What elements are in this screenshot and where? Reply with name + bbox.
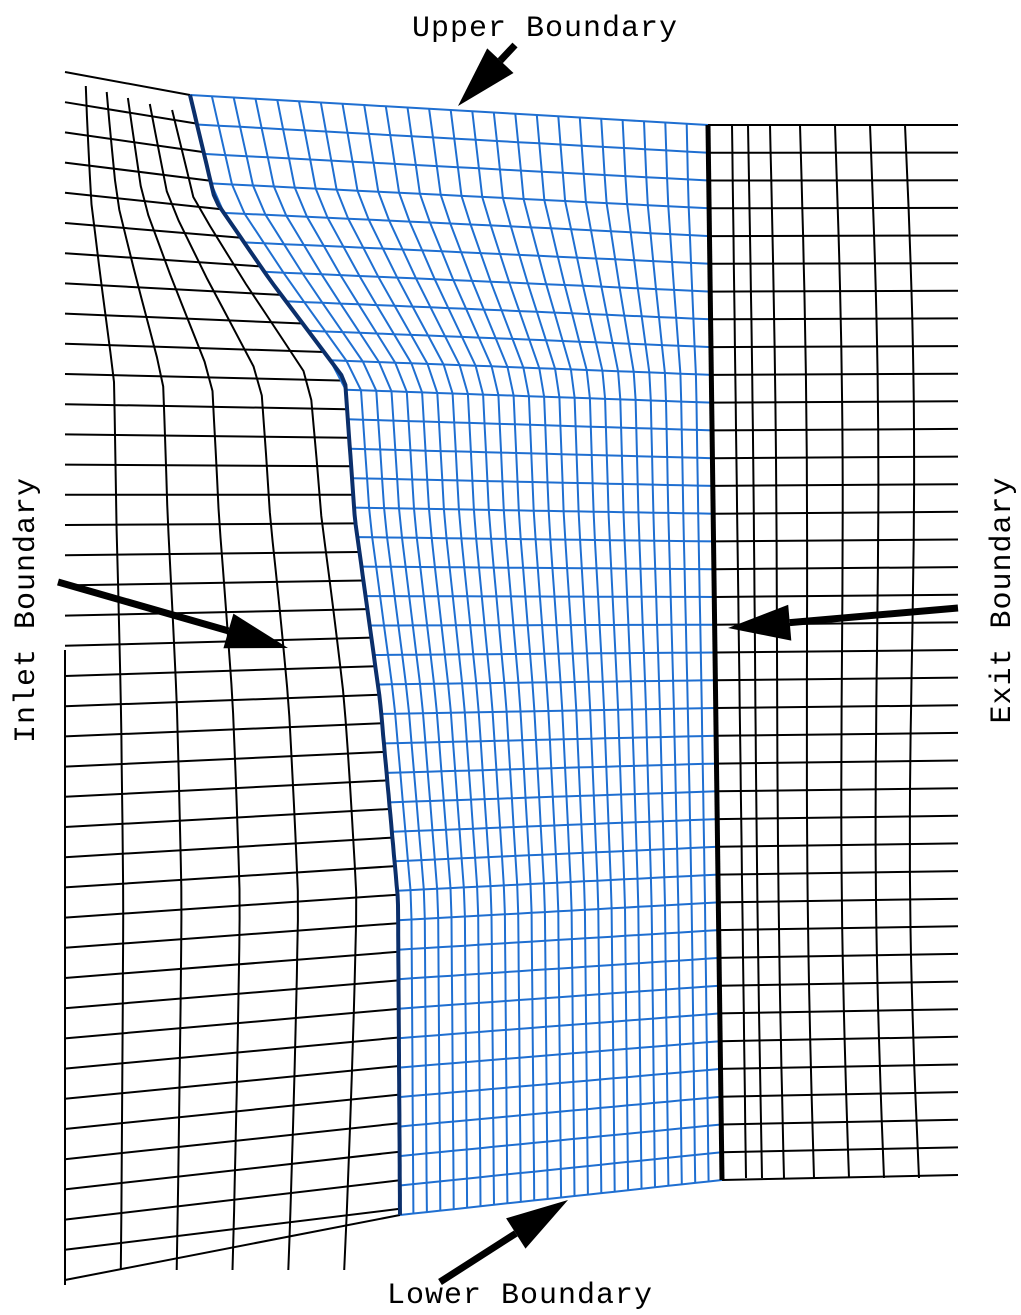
outer-grid-row-line bbox=[64, 551, 360, 557]
inner-grid-column-line bbox=[406, 107, 536, 1201]
inlet-boundary-label: Inlet Boundary bbox=[10, 477, 44, 743]
outer-grid-column-line bbox=[148, 103, 299, 1271]
outer-grid-row-line bbox=[64, 1122, 400, 1161]
outer-grid-row-line bbox=[711, 372, 959, 376]
upper-boundary-arrow-head bbox=[458, 48, 514, 106]
outer-grid-column-line bbox=[869, 124, 885, 1179]
inner-grid-column-line bbox=[643, 121, 683, 1185]
lower-boundary-arrow-shaft bbox=[438, 1230, 518, 1285]
outer-grid-left bbox=[64, 71, 401, 1285]
outer-grid-row-line bbox=[64, 722, 383, 738]
lower-boundary-arrow-head bbox=[506, 1200, 568, 1249]
inner-grid-column-line bbox=[664, 122, 697, 1183]
outer-grid-row-line bbox=[64, 522, 356, 526]
inlet-boundary-arrow-shaft bbox=[57, 578, 230, 635]
inner-grid-column-line bbox=[685, 123, 710, 1182]
outer-grid-column-line bbox=[834, 124, 850, 1179]
outer-grid-row-line bbox=[64, 665, 376, 677]
outer-grid-column-line bbox=[105, 91, 183, 1271]
outer-grid-row-line bbox=[709, 262, 959, 265]
outer-grid-column-line bbox=[126, 97, 241, 1271]
inner-grid-column-line bbox=[319, 102, 482, 1207]
outer-grid-row-line bbox=[64, 71, 191, 96]
exit-boundary-arrow-shaft bbox=[789, 604, 959, 627]
outer-grid-row-line bbox=[64, 808, 390, 828]
inner-grid-column-line bbox=[363, 104, 509, 1204]
outer-grid-column-line bbox=[747, 124, 763, 1179]
outer-grid-row-line bbox=[64, 433, 350, 439]
outer-grid-row-line bbox=[64, 342, 325, 353]
outer-grid-row-line bbox=[64, 922, 399, 949]
outer-grid-row-line bbox=[64, 1093, 400, 1130]
outer-grid-row-line bbox=[709, 234, 959, 238]
outer-grid-row-line bbox=[64, 636, 372, 647]
outer-grid-row-line bbox=[64, 1036, 399, 1070]
outer-grid-row-line bbox=[710, 289, 959, 293]
outer-grid-column-line bbox=[84, 85, 125, 1271]
inner-grid-column-line bbox=[232, 97, 428, 1213]
inner-grid-column-line bbox=[471, 111, 576, 1197]
inner-grid-column-line bbox=[535, 114, 616, 1192]
outer-grid-column-line bbox=[171, 109, 358, 1271]
inner-grid-column-line bbox=[621, 119, 670, 1186]
arrows bbox=[57, 42, 959, 1285]
outer-grid-column-line bbox=[904, 124, 920, 1179]
exit-boundary-arrow-head bbox=[728, 604, 792, 641]
outer-grid-row-line bbox=[64, 693, 380, 708]
outer-grid-row-line bbox=[64, 463, 352, 468]
outer-grid-row-line bbox=[64, 1065, 400, 1100]
outer-grid-row-line bbox=[64, 836, 393, 859]
outer-grid-row-line bbox=[64, 750, 385, 768]
exit-boundary-label: Exit Boundary bbox=[986, 476, 1020, 723]
inner-grid-column-line bbox=[514, 113, 603, 1194]
outer-grid-row-line bbox=[64, 1007, 399, 1040]
outer-grid-row-line bbox=[64, 893, 398, 919]
inner-grid-column-line bbox=[210, 96, 415, 1214]
inner-grid-column-line bbox=[341, 103, 495, 1205]
outer-grid-column-line bbox=[731, 124, 747, 1179]
upper-boundary-arrow-shaft bbox=[497, 42, 518, 64]
upper-boundary-label: Upper Boundary bbox=[412, 12, 678, 46]
exit-boundary-line bbox=[705, 124, 725, 1181]
inlet-boundary-line bbox=[188, 94, 402, 1216]
inner-grid-column-line bbox=[276, 99, 455, 1210]
outer-grid-row-line bbox=[710, 317, 959, 321]
outer-grid-row-line bbox=[64, 579, 364, 587]
inner-grid-column-line bbox=[298, 101, 469, 1208]
outer-grid-right bbox=[708, 124, 959, 1181]
outer-grid-column-line bbox=[769, 124, 785, 1179]
inner-grid-column-line bbox=[600, 118, 656, 1188]
inner-grid-column-line bbox=[492, 112, 589, 1195]
outer-grid-row-line bbox=[64, 608, 368, 617]
outer-grid-row-line bbox=[711, 400, 959, 404]
inner-grid-column-line bbox=[578, 117, 643, 1189]
inner-grid-column-line bbox=[384, 106, 522, 1202]
inner-grid-column-line bbox=[428, 108, 549, 1200]
outer-grid-row-line bbox=[64, 950, 399, 979]
inner-grid-column-line bbox=[449, 109, 563, 1198]
outer-grid-row-line bbox=[64, 373, 346, 382]
lower-boundary-label: Lower Boundary bbox=[387, 1279, 653, 1313]
inner-grid-column-line bbox=[254, 98, 442, 1211]
outer-grid-column-line bbox=[799, 124, 815, 1179]
outer-grid-row-line bbox=[64, 979, 399, 1010]
inlet-boundary-arrow-head bbox=[223, 613, 288, 649]
boundary-lines bbox=[188, 94, 725, 1216]
outer-grid-row-line bbox=[64, 779, 388, 798]
outer-grid-row-line bbox=[64, 403, 348, 411]
outer-grid-row-line bbox=[64, 865, 396, 889]
outer-grid-row-line bbox=[710, 345, 959, 349]
inner-grid-column-line bbox=[557, 116, 630, 1191]
